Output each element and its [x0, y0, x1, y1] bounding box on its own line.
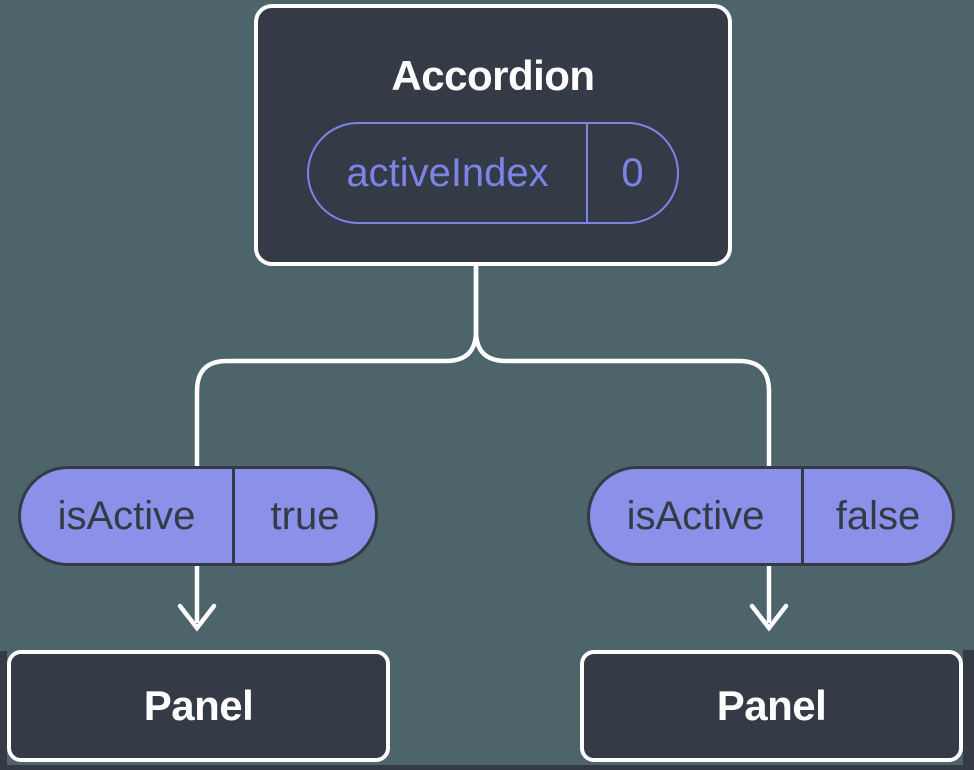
left-arrow-down-icon	[177, 603, 217, 632]
prop-value-label: true	[232, 469, 375, 563]
prop-name-label: isActive	[57, 493, 196, 538]
right-arrow-down-icon	[749, 603, 789, 632]
bottom-edge-strip	[0, 765, 974, 770]
state-name-label: activeIndex	[346, 150, 549, 195]
right-branch-line	[473, 266, 772, 623]
left-edge-strip	[0, 651, 7, 770]
prop-name-label: isActive	[626, 493, 765, 538]
panel-component-box-right: Panel	[580, 650, 963, 762]
prop-pill-true: isActive true	[18, 466, 378, 566]
panel-component-box-left: Panel	[7, 650, 390, 762]
prop-pill-false: isActive false	[587, 466, 955, 566]
left-branch-line	[194, 266, 479, 623]
state-value-label: 0	[586, 124, 677, 222]
state-pill: activeIndex 0	[307, 122, 679, 224]
prop-value-label: false	[801, 469, 952, 563]
accordion-component-box: Accordion activeIndex 0	[254, 4, 732, 266]
panel-title: Panel	[143, 682, 254, 729]
right-edge-strip	[963, 650, 974, 770]
panel-title: Panel	[716, 682, 827, 729]
accordion-title: Accordion	[391, 52, 595, 99]
